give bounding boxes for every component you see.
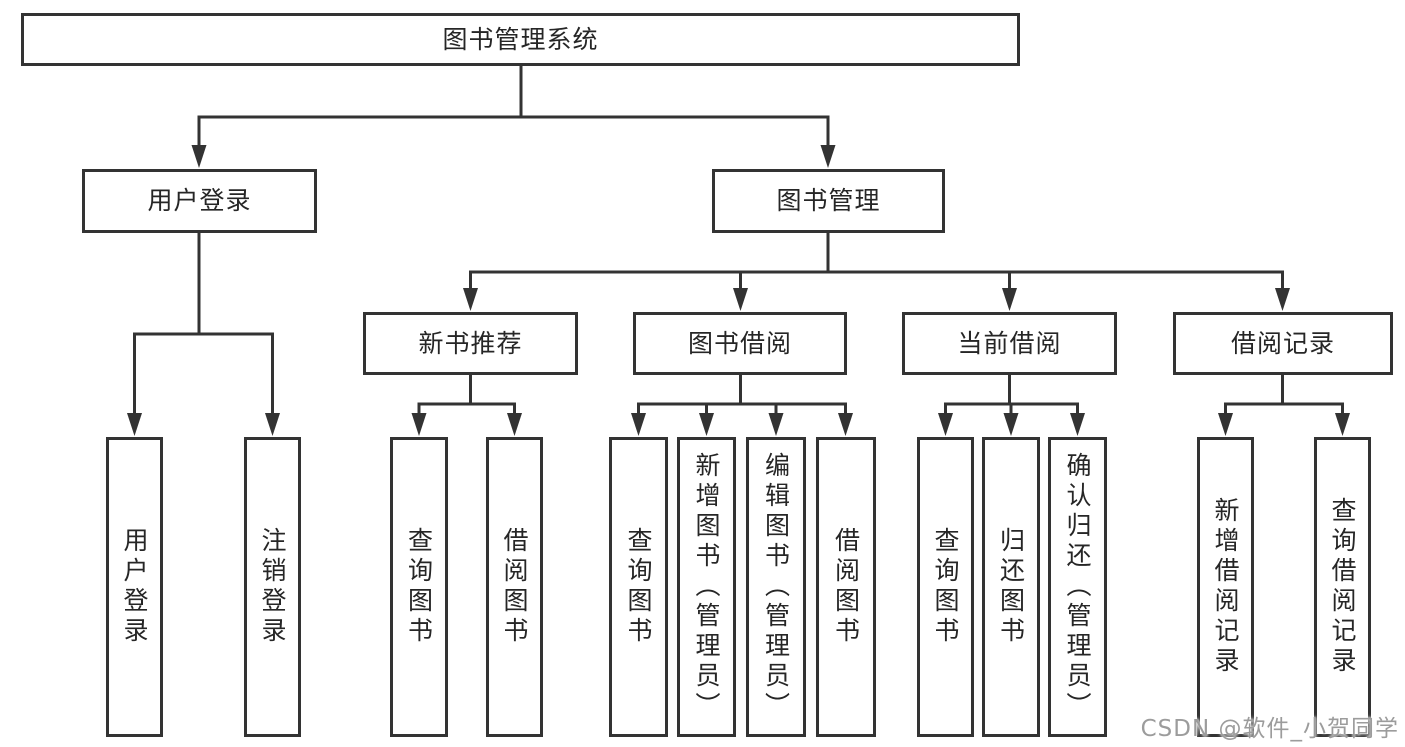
- leaf-label: 借阅图书: [500, 527, 529, 647]
- node-label: 用户登录: [147, 186, 252, 215]
- leaf-add-books-admin: 新增图书（管理员）: [677, 437, 736, 737]
- leaf-label: 确认归还（管理员）: [1063, 452, 1092, 722]
- leaf-label: 新增借阅记录: [1211, 497, 1240, 677]
- node-library-system-root: 图书管理系统: [21, 13, 1020, 66]
- leaf-user-login: 用户登录: [106, 437, 163, 737]
- leaf-return-books: 归还图书: [982, 437, 1040, 737]
- leaf-label: 查询借阅记录: [1328, 497, 1357, 677]
- csdn-watermark: CSDN @软件_小贺同学: [1140, 716, 1399, 742]
- leaf-label: 查询图书: [404, 527, 434, 647]
- node-current-borrowing: 当前借阅: [902, 312, 1117, 375]
- leaf-label: 查询图书: [931, 527, 960, 647]
- node-book-management: 图书管理: [712, 169, 945, 233]
- leaf-label: 借阅图书: [831, 527, 861, 647]
- leaf-label: 查询图书: [624, 527, 653, 647]
- node-label: 图书管理: [776, 186, 881, 215]
- leaf-query-books-recommend: 查询图书: [390, 437, 448, 737]
- node-label: 图书管理系统: [442, 24, 599, 54]
- node-label: 新书推荐: [418, 328, 523, 358]
- leaf-query-books-current: 查询图书: [917, 437, 974, 737]
- node-label: 当前借阅: [957, 328, 1062, 358]
- leaf-label: 用户登录: [120, 527, 149, 647]
- leaf-label: 归还图书: [996, 527, 1026, 647]
- node-label: 借阅记录: [1230, 328, 1335, 358]
- leaf-query-borrow-record: 查询借阅记录: [1314, 437, 1371, 737]
- leaf-logout: 注销登录: [244, 437, 301, 737]
- node-user-login: 用户登录: [82, 169, 317, 233]
- leaf-query-books-borrowing: 查询图书: [609, 437, 668, 737]
- node-book-borrowing: 图书借阅: [633, 312, 847, 375]
- leaf-add-borrow-record: 新增借阅记录: [1197, 437, 1254, 737]
- node-borrowing-records: 借阅记录: [1173, 312, 1393, 375]
- leaf-borrow-books-recommend: 借阅图书: [486, 437, 543, 737]
- leaf-label: 注销登录: [258, 527, 287, 647]
- leaf-label: 编辑图书（管理员）: [761, 452, 791, 722]
- leaf-label: 新增图书（管理员）: [692, 452, 721, 722]
- arrowhead-icons: [127, 145, 1350, 436]
- leaf-confirm-return-admin: 确认归还（管理员）: [1048, 437, 1107, 737]
- node-new-book-recommend: 新书推荐: [363, 312, 578, 375]
- node-label: 图书借阅: [687, 328, 792, 358]
- leaf-edit-books-admin: 编辑图书（管理员）: [746, 437, 806, 737]
- leaf-borrow-books: 借阅图书: [816, 437, 876, 737]
